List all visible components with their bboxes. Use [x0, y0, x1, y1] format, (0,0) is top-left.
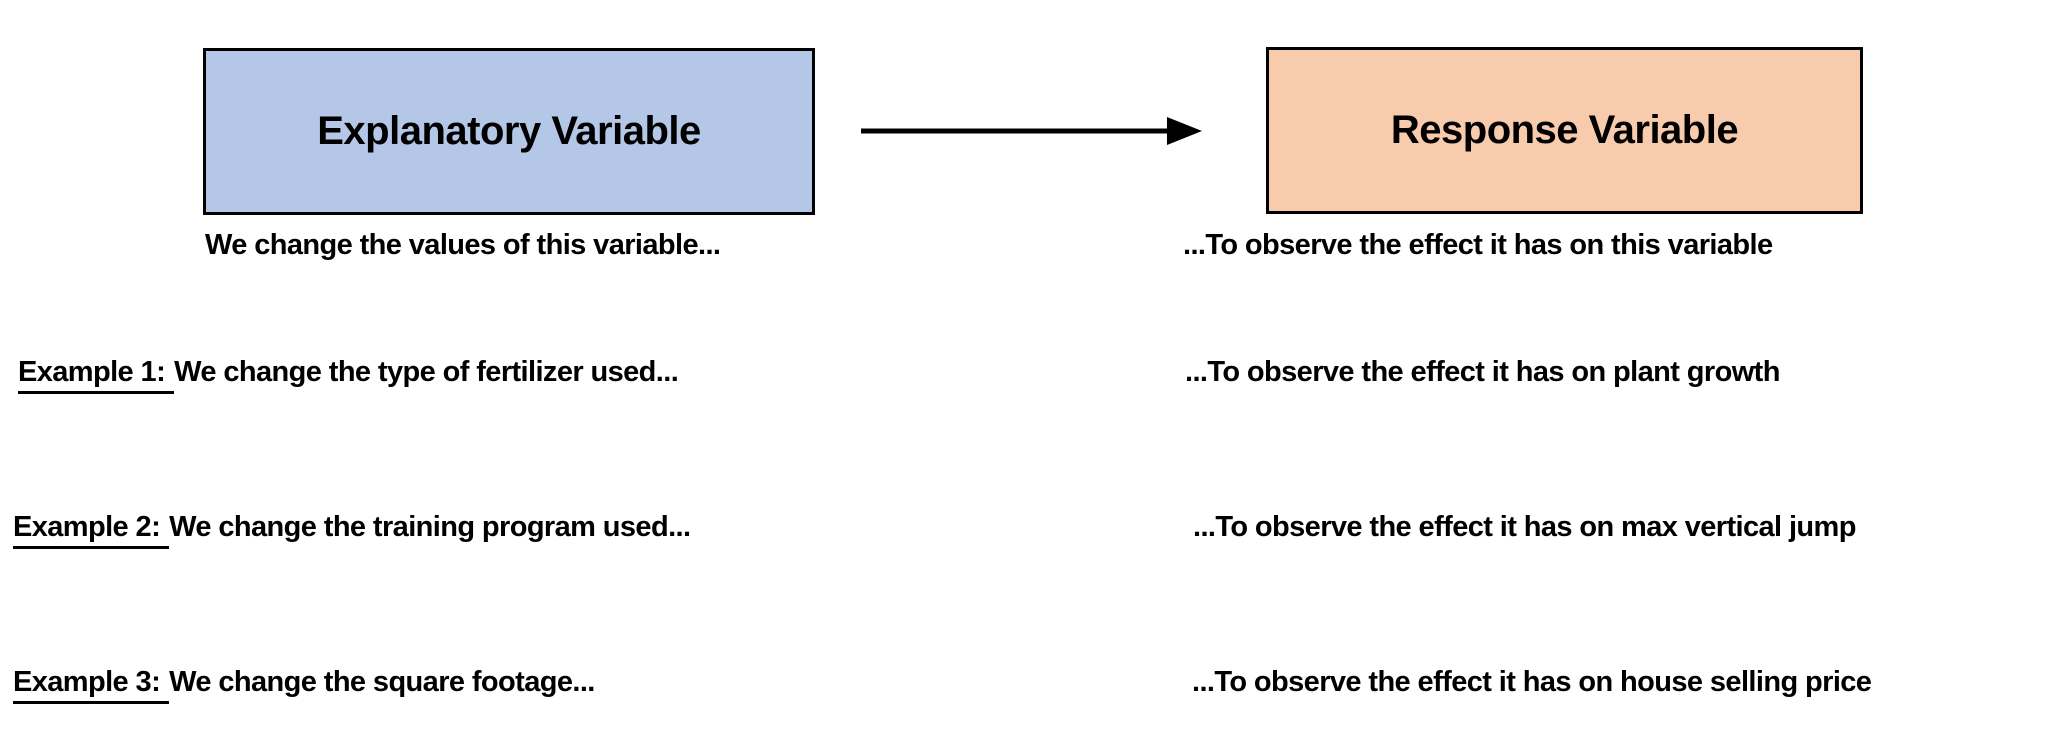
explanatory-caption: We change the values of this variable...	[205, 229, 721, 261]
example-3-effect: ...To observe the effect it has on house…	[1192, 666, 1872, 698]
example-2-label: Example 2:	[13, 511, 170, 549]
example-3-label: Example 3:	[13, 666, 170, 704]
explanatory-variable-label: Explanatory Variable	[317, 109, 701, 153]
example-2-effect: ...To observe the effect it has on max v…	[1193, 511, 1856, 543]
response-caption: ...To observe the effect it has on this …	[1183, 229, 1773, 261]
example-2-cause: Example 2:We change the training program…	[13, 510, 691, 549]
example-1-cause-text: We change the type of fertilizer used...	[174, 356, 679, 388]
response-variable-label: Response Variable	[1390, 108, 1739, 152]
arrow-right-icon	[861, 117, 1202, 145]
response-variable-box: Response Variable	[1266, 47, 1863, 214]
example-3-cause: Example 3:We change the square footage..…	[13, 665, 595, 704]
explanatory-variable-box: Explanatory Variable	[203, 48, 815, 215]
example-1-effect: ...To observe the effect it has on plant…	[1185, 356, 1780, 388]
example-1-label: Example 1:	[18, 356, 175, 394]
example-1-cause: Example 1:We change the type of fertiliz…	[18, 355, 679, 394]
example-2-cause-text: We change the training program used...	[169, 511, 691, 543]
example-3-cause-text: We change the square footage...	[169, 666, 595, 698]
